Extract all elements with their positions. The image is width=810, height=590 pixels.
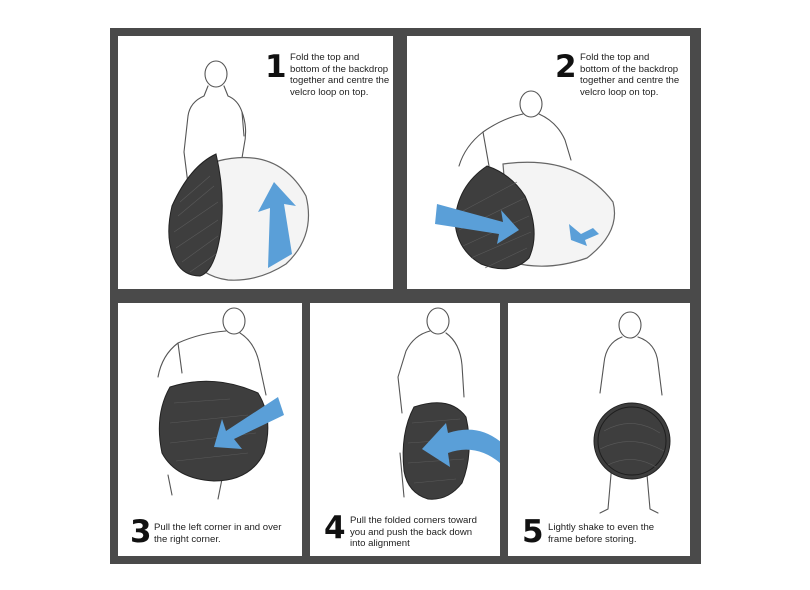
- left-arrow: [214, 397, 284, 449]
- dark-backdrop: [158, 380, 269, 482]
- step-text: Fold the top and bottom of the backdrop …: [580, 52, 680, 98]
- step-number: 1: [265, 49, 287, 85]
- step-text: Pull the folded corners toward you and p…: [350, 515, 477, 550]
- person-figure: [397, 307, 465, 498]
- step-number: 2: [555, 49, 577, 85]
- folded-backdrop: [593, 402, 671, 480]
- step-5-illustration: [593, 311, 671, 514]
- person-figure: [157, 307, 267, 500]
- instruction-grid: 1 Fold the top and bottom of the backdro…: [110, 28, 701, 564]
- step-number: 4: [324, 510, 346, 546]
- small-left-arrow: [569, 224, 599, 246]
- step-3-illustration: [157, 307, 284, 500]
- person-figure: [599, 311, 663, 514]
- person-figure: [183, 60, 247, 185]
- step-number: 5: [522, 514, 544, 550]
- step-4-illustration: [397, 307, 500, 500]
- step-2-illustration: [435, 90, 616, 270]
- step-4-panel: 4 Pull the folded corners toward you and…: [310, 303, 500, 556]
- curved-left-arrow: [422, 423, 500, 467]
- step-1-panel: 1 Fold the top and bottom of the backdro…: [118, 36, 393, 289]
- step-number: 3: [130, 514, 152, 550]
- person-figure: [458, 90, 572, 167]
- step-1-illustration: [168, 60, 310, 281]
- step-text: Lightly shake to even the frame before s…: [548, 522, 655, 545]
- step-5-panel: 5 Lightly shake to even the frame before…: [508, 303, 690, 556]
- step-text: Fold the top and bottom of the backdrop …: [290, 52, 390, 98]
- up-arrow: [258, 182, 296, 268]
- step-text: Pull the left corner in and over the rig…: [154, 522, 282, 545]
- right-arrow: [435, 204, 519, 244]
- step-3-panel: 3 Pull the left corner in and over the r…: [118, 303, 302, 556]
- step-2-panel: 2 Fold the top and bottom of the backdro…: [407, 36, 690, 289]
- dark-backdrop-half: [168, 153, 223, 277]
